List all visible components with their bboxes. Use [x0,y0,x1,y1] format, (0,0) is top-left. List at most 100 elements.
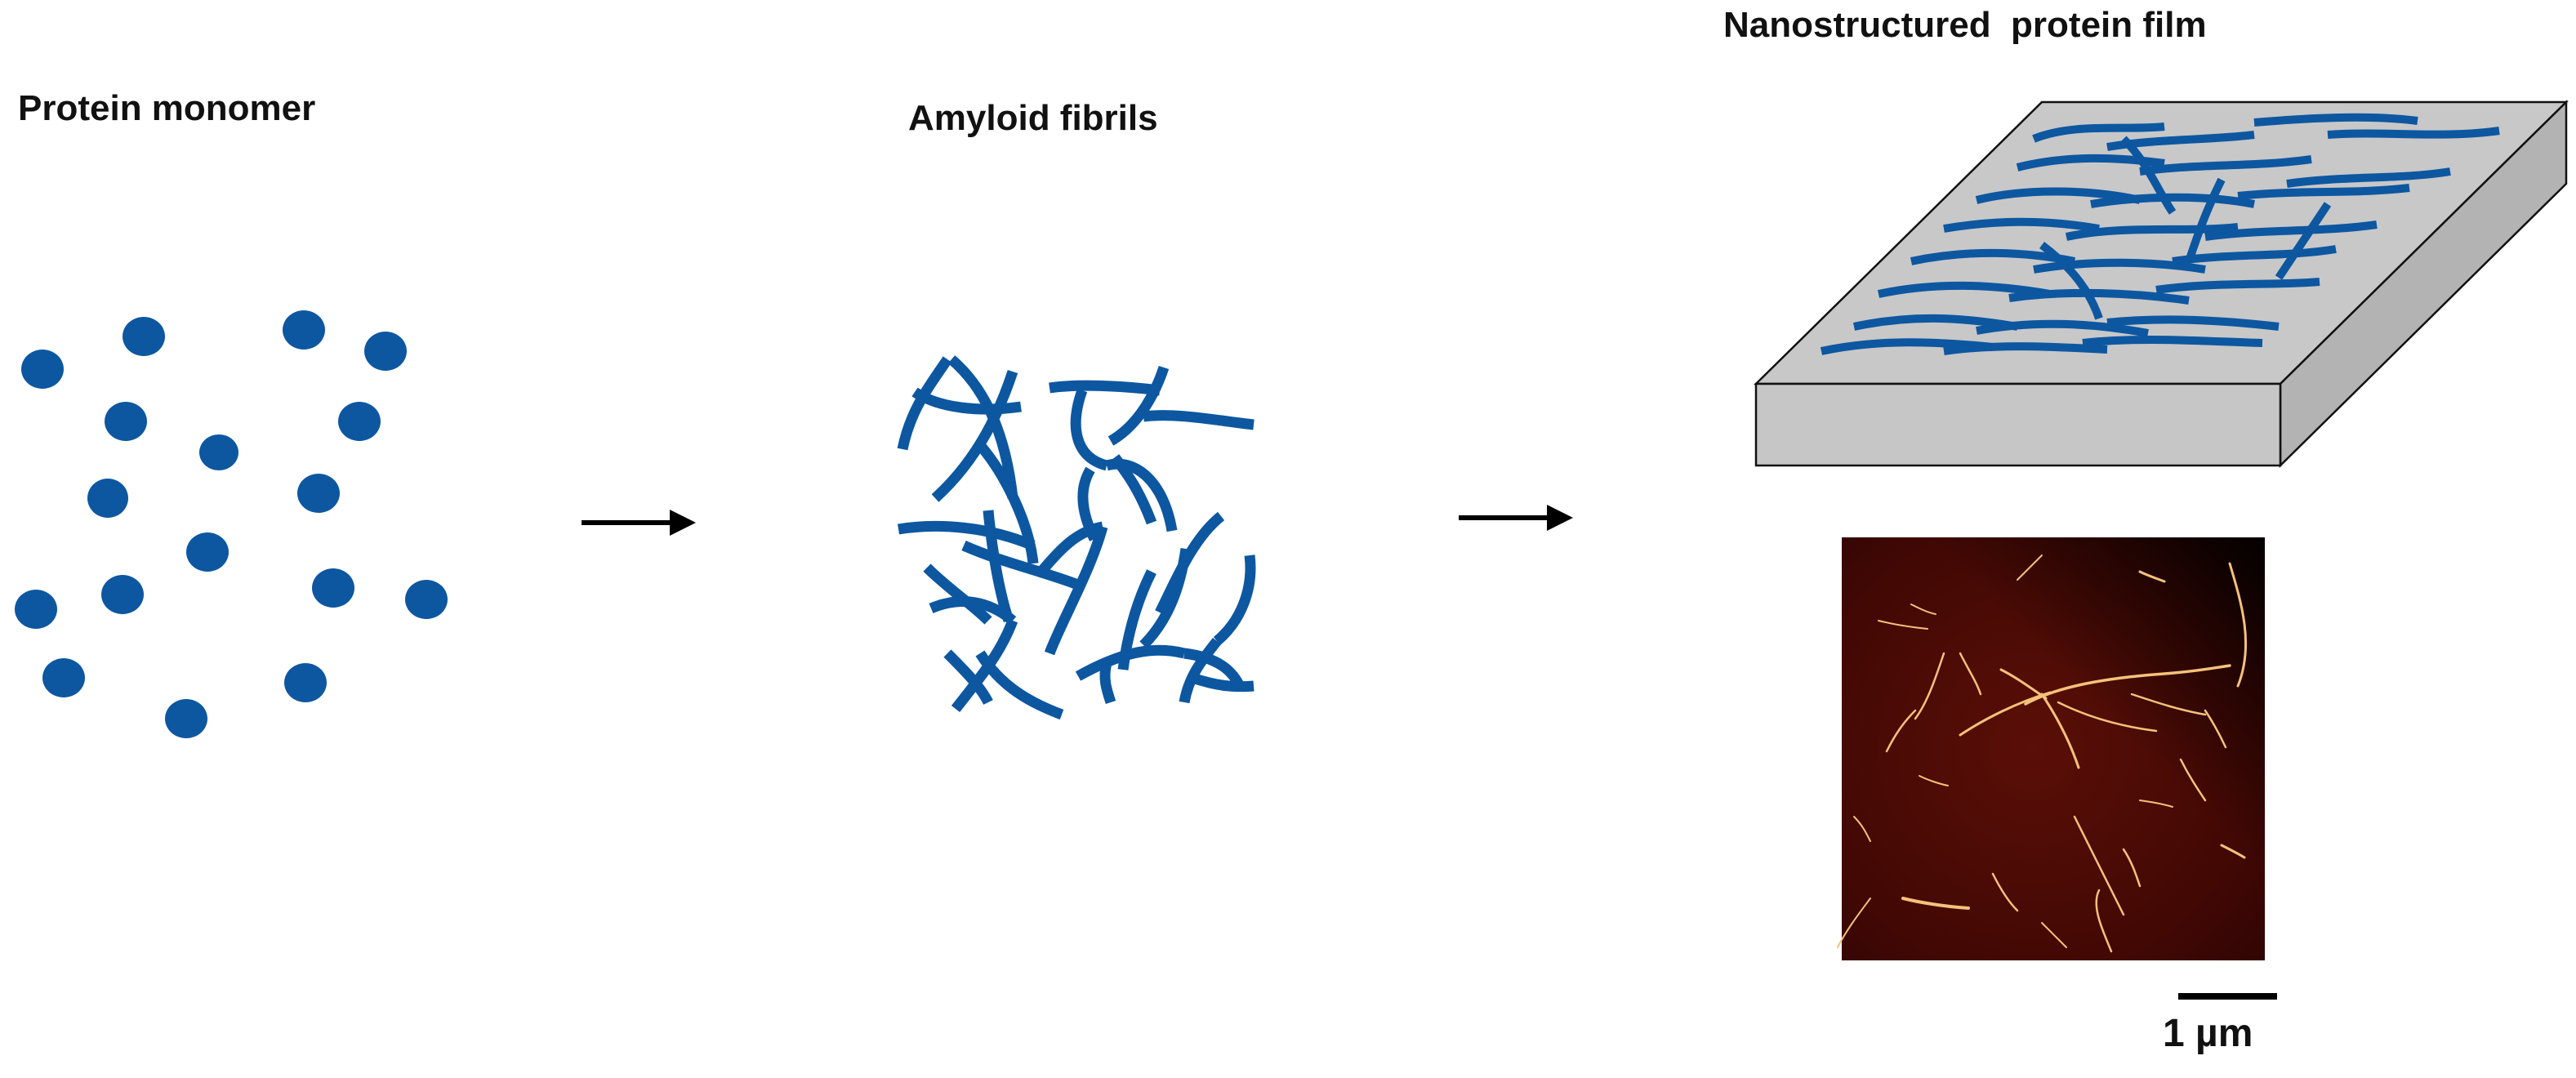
film-fibril-strand [2033,258,2206,274]
film-fibril-strand [2065,223,2239,241]
label-nanostructured-film: Nanostructured protein film [1723,5,2207,45]
afm-fibril-line [1919,775,1949,786]
protein-monomer-dot [297,474,340,513]
fibril-strand [975,650,1064,720]
afm-fibril-line [1837,898,1871,948]
afm-fibril-line [2130,693,2207,716]
film-fibril-strand [2286,167,2451,188]
film-fibril-strand [2032,122,2165,143]
fibril-strand [1075,644,1186,681]
afm-fibril-line [1901,897,1970,910]
fibril-strand [911,387,1022,415]
protein-monomer-dot [101,575,144,614]
film-fibril-strand [2327,127,2500,139]
protein-monomer-dot [199,434,238,470]
protein-monomer-dot [87,479,128,518]
film-fibril-strand [2106,315,2280,331]
afm-fibril-line [1999,668,2048,700]
afm-fibril-line [2040,693,2080,769]
film-fibril-strand [2253,113,2418,127]
film-fibril-strand [2082,335,2263,347]
afm-fibril-line [1853,816,1871,842]
afm-fibril-line [1885,709,1917,753]
afm-fibril-line [1914,652,1945,720]
afm-fibril-line [2122,848,2141,888]
afm-fibrils [1837,555,2248,953]
afm-fibril-line [2179,758,2207,802]
film-fibril-strand [2139,155,2312,176]
protein-monomer-dot [312,568,354,608]
process-arrow-2 [1459,505,1573,531]
afm-fibril-line [2017,555,2043,581]
film-fibril-strand [2039,242,2103,320]
afm-fibril-line [2228,562,2248,688]
fibril-strand [1143,410,1255,430]
fibril-strand [1070,388,1108,471]
fibril-strand [961,541,1085,592]
protein-monomer-dot [364,332,407,371]
afm-fibril-line [2073,815,2125,916]
protein-monomer-dot [42,658,85,697]
protein-monomer-dot [283,310,325,350]
film-fibril-layer [1820,113,2500,355]
protein-monomer-dot [15,590,57,629]
film-fibril-strand [2185,177,2226,263]
afm-fibril-line [2024,664,2231,706]
afm-fibril-line [2204,709,2227,749]
afm-fibril-line [1959,652,1982,696]
film-fibril-strand [1976,319,2149,337]
protein-monomer-dot [105,402,147,441]
scale-bar-label: 1 µm [2163,1012,2253,1055]
label-protein-monomer: Protein monomer [18,88,316,128]
fibril-strand [1213,555,1256,645]
afm-micrograph [1837,537,2265,960]
afm-fibril-line [1959,691,2052,737]
fibril-strand [947,355,1018,499]
film-fibril-strand [2155,278,2320,294]
film-fibril-strand [1943,342,2108,355]
amyloid-fibril-network [897,355,1256,720]
fibril-strand [931,369,1018,502]
afm-fibril-line [2057,701,2158,733]
fibril-strand [1049,380,1161,396]
fibril-strand [929,596,1017,626]
afm-fibril-line [1991,872,2019,912]
fibril-strand [1037,521,1104,576]
protein-film-block [1753,100,2569,468]
fibril-strand [1110,454,1157,525]
fibril-strand [923,564,992,625]
afm-fibril-line [1878,620,1928,630]
fibril-strand [1139,548,1192,649]
film-fibril-strand [2237,184,2410,200]
label-amyloid-fibrils: Amyloid fibrils [908,98,1158,138]
fibril-strand [943,649,993,706]
protein-monomer-dot [405,580,448,619]
protein-monomer-dot [186,532,229,572]
film-fibril-strand [1943,217,2100,233]
protein-monomer-dot [165,699,207,738]
protein-monomer-dot [284,663,327,702]
afm-fibril-line [1910,604,1936,615]
fibril-strand [1190,672,1255,693]
process-arrow-1 [582,510,696,536]
protein-monomer-group [15,310,448,738]
fibril-strand [1179,637,1222,704]
afm-fibril-line [2138,570,2166,583]
film-fibril-strand [1877,281,2051,298]
afm-fibril-line [2220,844,2246,859]
protein-monomer-dot [338,402,381,441]
film-front-face [1754,382,2282,467]
fibril-strand [897,520,1036,550]
film-fibril-strand [2275,202,2332,280]
fibril-strand [1108,365,1170,446]
film-fibril-strand [2120,136,2177,215]
afm-fibril-line [2095,889,2113,953]
fibril-strand [1099,662,1116,705]
afm-fibril-line [2139,800,2173,808]
fibril-strand [1044,525,1108,656]
film-fibril-strand [2008,288,2190,305]
afm-fibril-line [2041,922,2067,948]
film-fibril-strand [2090,193,2255,208]
protein-monomer-dot [21,350,64,389]
